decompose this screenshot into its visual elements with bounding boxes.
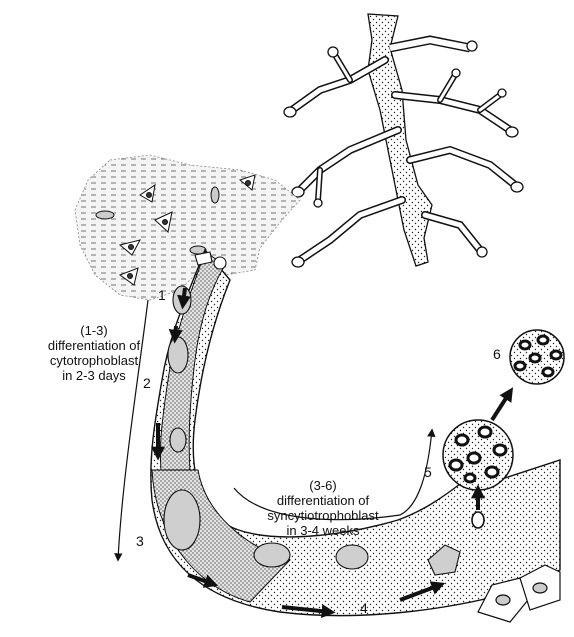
- syncytial-knot: [443, 420, 513, 490]
- stage-5-label: 5: [424, 464, 432, 480]
- syncytiotrophoblast-range: (3-6): [258, 478, 388, 493]
- syncytiotrophoblast-line2: syncytiotrophoblast: [258, 508, 388, 523]
- released-knot: [510, 330, 564, 384]
- cytotrophoblast-line2: cytotrophoblast: [34, 353, 154, 368]
- cell-column: [75, 155, 300, 300]
- cytotrophoblast-line1: differentiation of: [34, 338, 154, 353]
- cytotrophoblast-line3: in 2-3 days: [34, 368, 154, 383]
- syncytiotrophoblast-annotation: (3-6) differentiation of syncytiotrophob…: [258, 478, 388, 538]
- syncytiotrophoblast-line1: differentiation of: [258, 493, 388, 508]
- syncytiotrophoblast-line3: in 3-4 weeks: [258, 523, 388, 538]
- villous-tree: [284, 14, 523, 267]
- stage-2-label: 2: [143, 375, 151, 391]
- stage-3-label: 3: [136, 533, 144, 549]
- stage-1-label: 1: [158, 287, 166, 303]
- cytotrophoblast-range: (1-3): [34, 323, 154, 338]
- stage-4-label: 4: [360, 600, 368, 616]
- cytotrophoblast-annotation: (1-3) differentiation of cytotrophoblast…: [34, 323, 154, 383]
- stage-6-label: 6: [493, 346, 501, 362]
